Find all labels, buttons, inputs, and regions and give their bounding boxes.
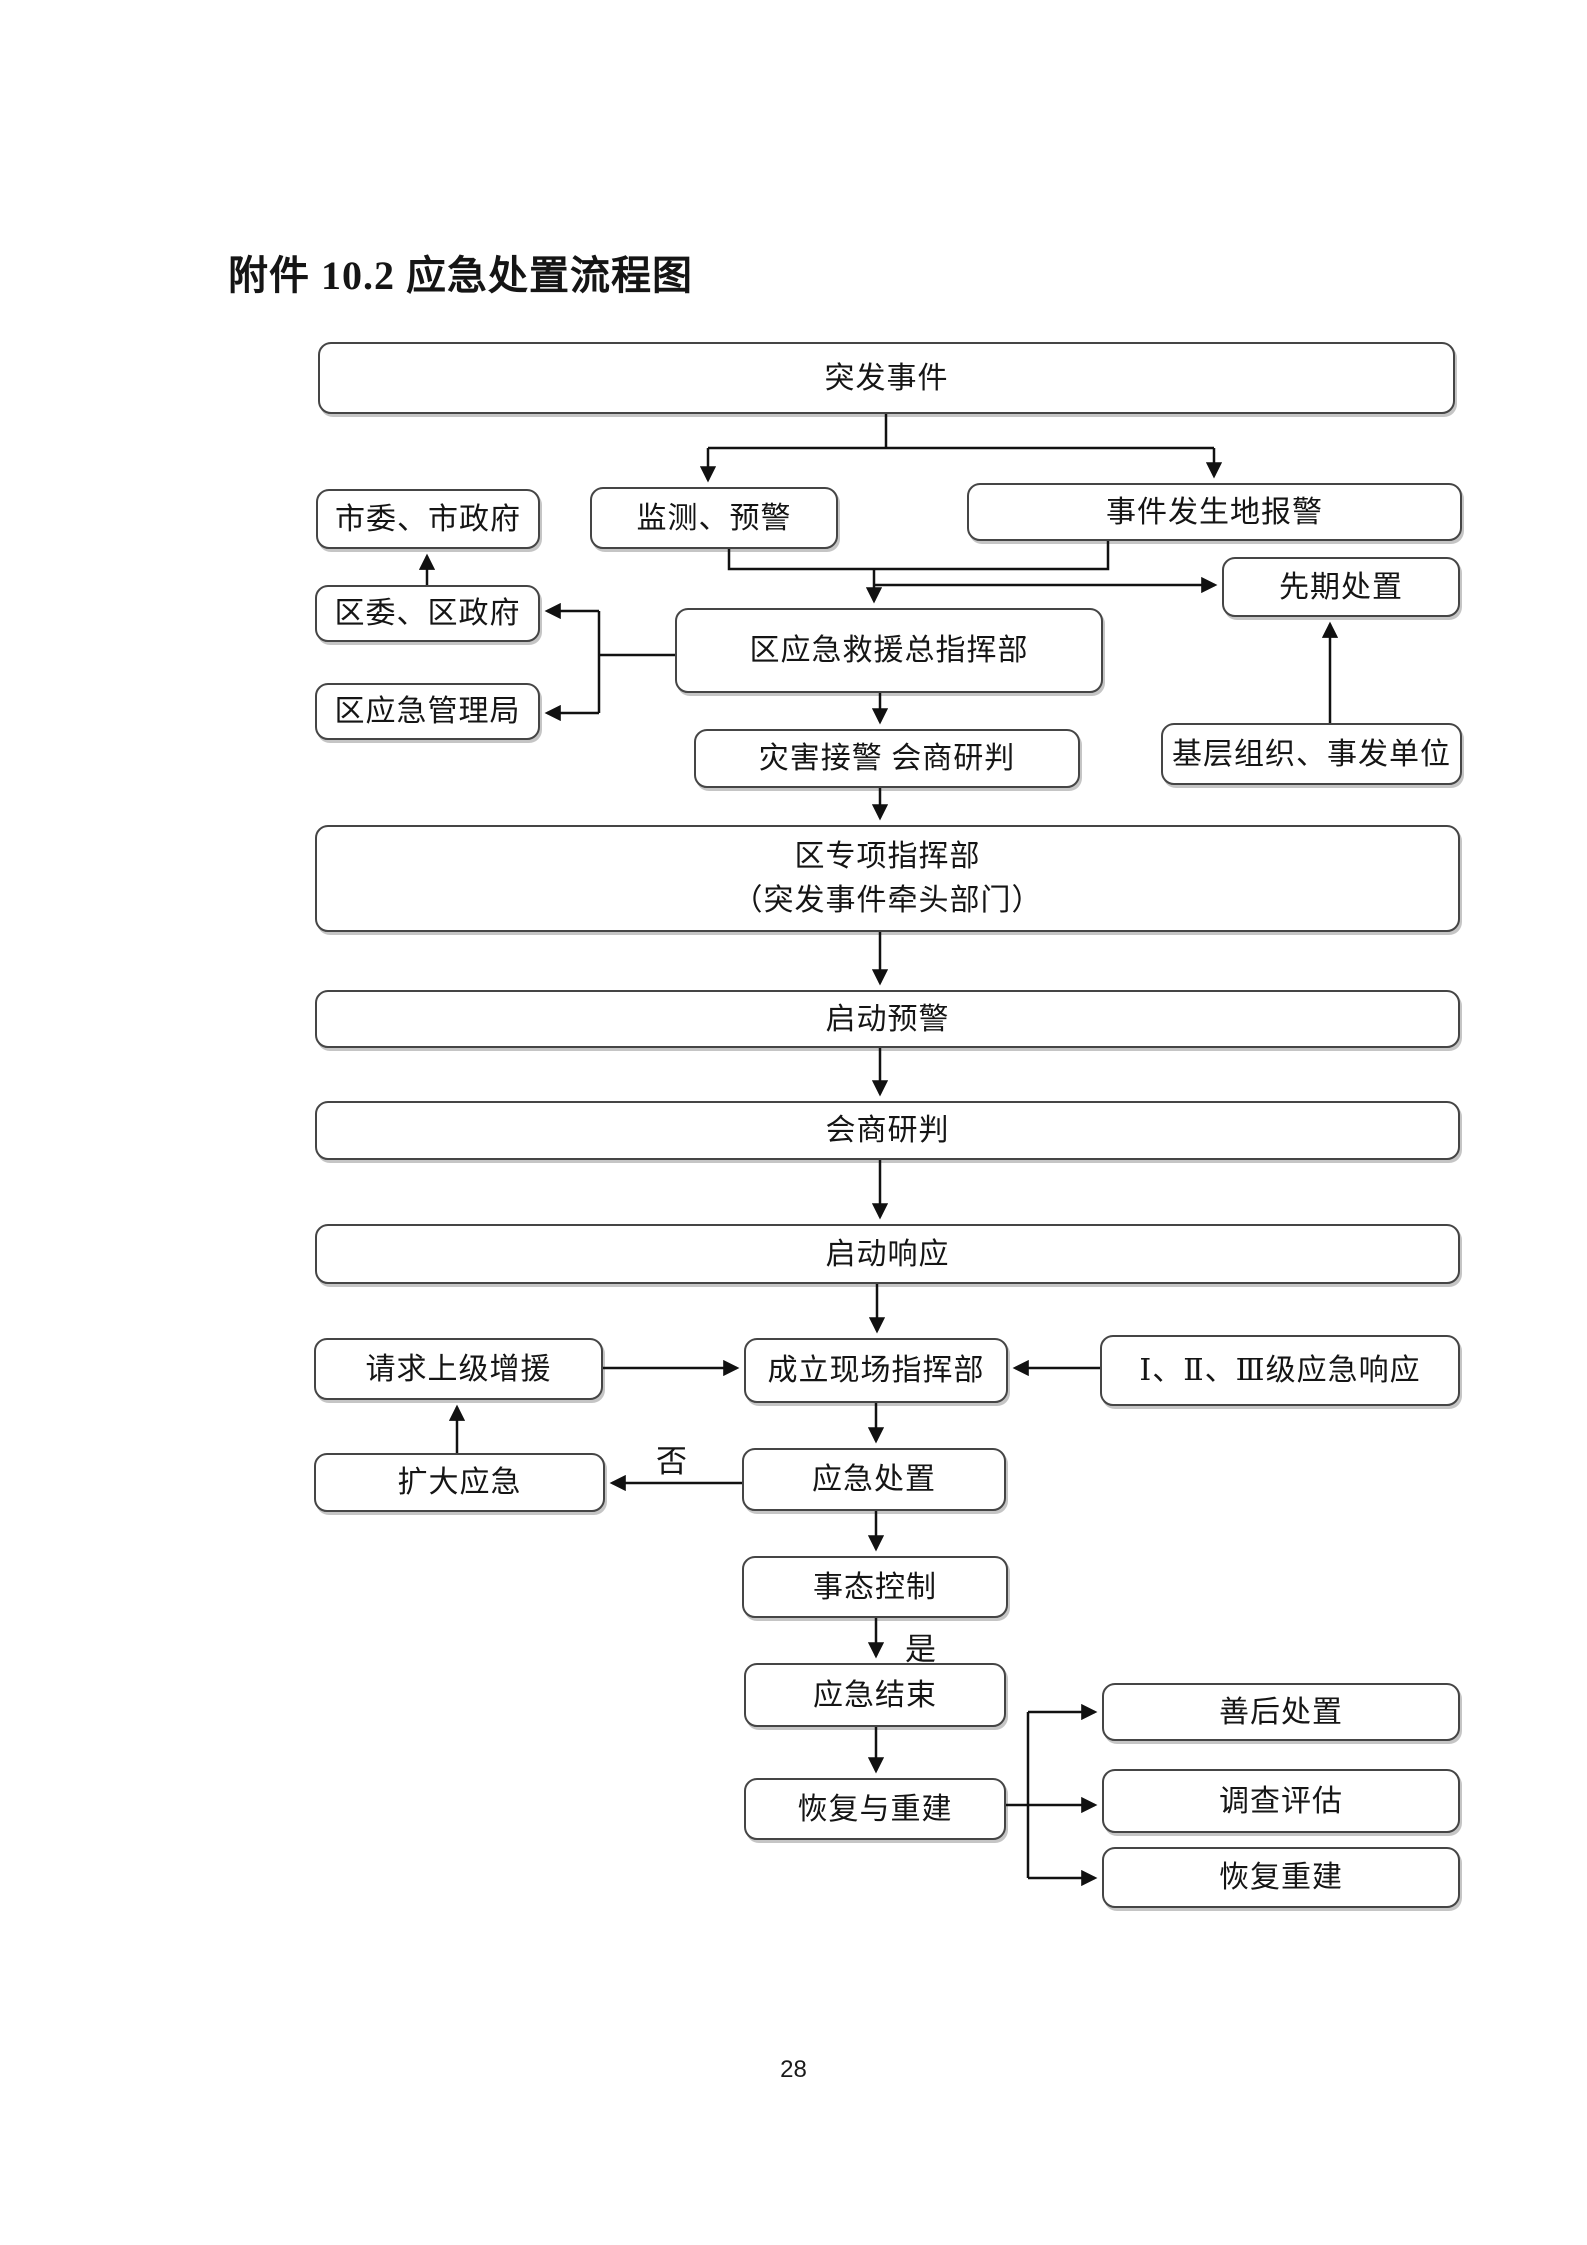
node-label: 启动响应	[825, 1237, 950, 1271]
node-monitoring: 监测、预警	[590, 487, 838, 549]
node-label: 应急处置	[812, 1463, 936, 1496]
node-label: 应急结束	[813, 1678, 937, 1712]
node-rescue-hq: 区应急救援总指挥部	[675, 608, 1103, 693]
node-label: 请求上级增援	[365, 1352, 552, 1386]
node-label: 事件发生地报警	[1106, 495, 1323, 529]
node-label: 突发事件	[824, 361, 949, 395]
node-label: 调查评估	[1219, 1784, 1343, 1818]
node-start-response: 启动响应	[315, 1224, 1460, 1284]
node-label: 扩大应急	[397, 1466, 522, 1499]
node-label: 区委、区政府	[334, 597, 521, 630]
node-onsite-hq: 成立现场指挥部	[744, 1338, 1008, 1403]
node-label: 会商研判	[825, 1114, 950, 1147]
node-label-line2: （突发事件牵头部门）	[732, 884, 1043, 917]
node-label: 区应急救援总指挥部	[749, 634, 1029, 667]
node-label: 先期处置	[1279, 570, 1403, 604]
node-label: 恢复重建	[1219, 1861, 1343, 1894]
page-number: 28	[780, 2056, 807, 2083]
node-label: 事态控制	[813, 1570, 937, 1604]
node-district-committee: 区委、区政府	[315, 585, 540, 642]
node-recovery: 恢复与重建	[744, 1778, 1006, 1840]
node-label: 基层组织、事发单位	[1172, 737, 1451, 771]
node-aftermath: 善后处置	[1102, 1683, 1460, 1741]
node-disaster-alarm: 灾害接警 会商研判	[694, 729, 1080, 788]
node-label: Ⅰ、Ⅱ、Ⅲ级应急响应	[1139, 1354, 1421, 1387]
node-investigation: 调查评估	[1102, 1769, 1460, 1833]
node-request-support: 请求上级增援	[314, 1338, 603, 1400]
node-label: 区应急管理局	[334, 695, 521, 728]
node-rebuild: 恢复重建	[1102, 1847, 1460, 1908]
node-label: 区专项指挥部	[794, 840, 981, 873]
edge-label-yes: 是	[905, 1632, 936, 1667]
connector-left-branch	[597, 611, 675, 713]
node-early-disposal: 先期处置	[1222, 557, 1460, 617]
node-response-levels: Ⅰ、Ⅱ、Ⅲ级应急响应	[1100, 1335, 1460, 1406]
node-label: 市委、市政府	[335, 502, 521, 536]
node-grassroots: 基层组织、事发单位	[1161, 723, 1462, 785]
node-emergency-event: 突发事件	[318, 342, 1455, 414]
node-special-hq: 区专项指挥部 （突发事件牵头部门）	[315, 825, 1460, 932]
node-start-warning: 启动预警	[315, 990, 1460, 1048]
connector-top-split	[708, 414, 1214, 450]
node-label: 监测、预警	[636, 501, 792, 535]
node-label: 成立现场指挥部	[767, 1354, 985, 1387]
node-city-committee: 市委、市政府	[316, 489, 540, 549]
node-label: 善后处置	[1219, 1695, 1343, 1729]
node-label: 启动预警	[825, 1002, 950, 1036]
node-emergency-disposal: 应急处置	[742, 1448, 1006, 1511]
node-consultation: 会商研判	[315, 1101, 1460, 1160]
node-label: 灾害接警 会商研判	[758, 742, 1016, 775]
node-incident-report: 事件发生地报警	[967, 483, 1462, 541]
node-situation-control: 事态控制	[742, 1556, 1008, 1618]
node-label: 恢复与重建	[797, 1792, 953, 1826]
page-title: 附件 10.2 应急处置流程图	[228, 253, 693, 298]
node-district-bureau: 区应急管理局	[315, 683, 540, 740]
node-emergency-end: 应急结束	[744, 1663, 1006, 1727]
node-expand-emergency: 扩大应急	[314, 1453, 605, 1512]
edge-label-no: 否	[656, 1444, 687, 1479]
